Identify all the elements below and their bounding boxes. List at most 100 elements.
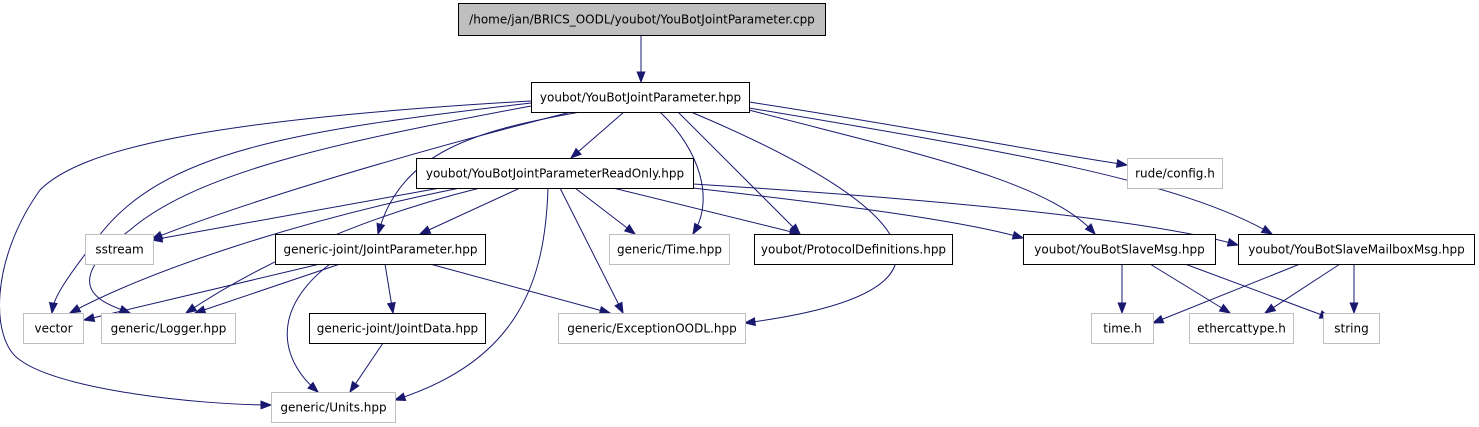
arrowhead (1349, 302, 1359, 315)
node-units: generic/Units.hpp (271, 392, 396, 423)
edge-line (1184, 263, 1331, 319)
node-box (101, 313, 236, 344)
node-box (1127, 158, 1223, 189)
edge-jp_hpp-to-slave_mailbox (748, 107, 1274, 235)
edge-slave_msg-to-time_h (1117, 264, 1127, 315)
edge-line (748, 101, 1128, 166)
edge-line (151, 187, 441, 241)
edge-jp_readonly-to-time_hpp (574, 187, 637, 235)
node-rude-config: rude/config.h (1127, 158, 1223, 189)
arrowhead (68, 304, 82, 314)
edge-slave_mailbox-to-ethercattype (1263, 263, 1341, 314)
edge-joint_param-to-vector (82, 263, 321, 322)
arrowhead (150, 233, 164, 243)
edge-line (194, 263, 341, 314)
node-label: youbot/YouBotSlaveMailboxMsg.hpp (1248, 243, 1464, 257)
arrowhead (48, 301, 58, 315)
arrowhead (692, 222, 703, 236)
node-box (1023, 234, 1216, 265)
node-label: ethercattype.h (1197, 322, 1286, 336)
edge-jp_readonly-to-joint_param (418, 187, 521, 235)
edge-line (1149, 263, 1231, 314)
edge-line (419, 187, 521, 235)
edge-jp_hpp-to-joint_param (376, 111, 581, 236)
node-logger: generic/Logger.hpp (101, 313, 236, 344)
arrowhead (614, 301, 624, 315)
arrowhead (307, 381, 320, 393)
node-slave-mailbox[interactable]: youbot/YouBotSlaveMailboxMsg.hpp (1238, 234, 1475, 265)
node-box (309, 313, 486, 344)
arrowhead (598, 305, 612, 315)
arrowhead (636, 71, 646, 84)
arrowhead (193, 305, 207, 314)
node-box (275, 234, 486, 265)
edge-jp_hpp-to-exception (690, 111, 897, 327)
edge-slave_msg-to-ethercattype (1149, 263, 1232, 314)
node-vector: vector (23, 313, 84, 344)
node-box (1238, 234, 1475, 265)
edge-line (0, 100, 532, 406)
arrowhead (1011, 230, 1025, 240)
edge-jp_hpp-to-protocol_defs (677, 111, 801, 235)
node-label: sstream (95, 243, 143, 257)
edge-jp_hpp-to-slave_msg (748, 109, 1096, 236)
node-label: vector (34, 322, 72, 336)
edge-line (570, 111, 625, 159)
node-label: youbot/YouBotJointParameter.hpp (540, 91, 741, 105)
arrowhead (82, 313, 96, 322)
node-box (271, 392, 396, 423)
dependency-edges (0, 35, 1359, 410)
node-slave-msg[interactable]: youbot/YouBotSlaveMsg.hpp (1023, 234, 1216, 265)
arrowhead (376, 222, 386, 236)
edge-jp_readonly-to-units (393, 187, 549, 402)
node-box (458, 3, 826, 36)
node-label: generic-joint/JointParameter.hpp (283, 243, 477, 257)
edge-slave_msg-to-string (1184, 263, 1332, 319)
edge-line (690, 111, 897, 324)
edge-line (748, 107, 1273, 235)
arrowhead (260, 400, 273, 410)
edge-line (51, 102, 532, 314)
edge-line (574, 187, 636, 235)
edge-line (612, 187, 801, 235)
edge-jp_hpp-to-jp_readonly (569, 111, 625, 159)
edge-line (83, 263, 321, 321)
node-label: generic-joint/JointData.hpp (317, 322, 478, 336)
edge-jp_readonly-to-slave_msg (692, 187, 1025, 240)
arrowhead (743, 317, 757, 327)
node-root: /home/jan/BRICS_OODL/youbot/YouBotJointP… (458, 3, 826, 36)
node-label: youbot/YouBotSlaveMsg.hpp (1034, 243, 1204, 257)
arrowhead (1084, 223, 1096, 236)
node-joint-param[interactable]: generic-joint/JointParameter.hpp (275, 234, 486, 265)
node-box (754, 234, 953, 265)
arrowhead (393, 392, 407, 402)
node-label: time.h (1103, 322, 1142, 336)
node-joint-data[interactable]: generic-joint/JointData.hpp (309, 313, 486, 344)
edge-line (1152, 263, 1301, 324)
arrowhead (418, 225, 432, 235)
edge-slave_mailbox-to-string (1349, 264, 1359, 315)
arrowhead (1218, 303, 1232, 314)
edge-line (429, 263, 611, 314)
arrowhead (1226, 237, 1240, 247)
dependency-nodes: /home/jan/BRICS_OODL/youbot/YouBotJointP… (23, 3, 1475, 423)
edge-jp_hpp-to-rude_config (748, 101, 1129, 168)
edge-joint_param-to-exception (429, 263, 612, 315)
edge-line (286, 263, 331, 393)
node-jp-hpp[interactable]: youbot/YouBotJointParameter.hpp (531, 82, 750, 113)
edge-line (1264, 263, 1341, 314)
node-label: generic/Logger.hpp (111, 322, 227, 336)
edge-line (559, 187, 624, 314)
edge-line (659, 111, 704, 235)
edge-line (377, 111, 581, 235)
edge-jp_hpp-to-time_hpp (659, 111, 704, 236)
node-time-hpp: generic/Time.hpp (609, 234, 730, 265)
edge-jp_readonly-to-exception (559, 187, 624, 315)
node-label: /home/jan/BRICS_OODL/youbot/YouBotJointP… (469, 13, 815, 27)
node-exception: generic/ExceptionOODL.hpp (558, 313, 746, 344)
node-protocol-defs[interactable]: youbot/ProtocolDefinitions.hpp (754, 234, 953, 265)
node-jp-readonly[interactable]: youbot/YouBotJointParameterReadOnly.hpp (416, 158, 694, 189)
node-box (1323, 313, 1380, 344)
edge-line (151, 111, 572, 240)
